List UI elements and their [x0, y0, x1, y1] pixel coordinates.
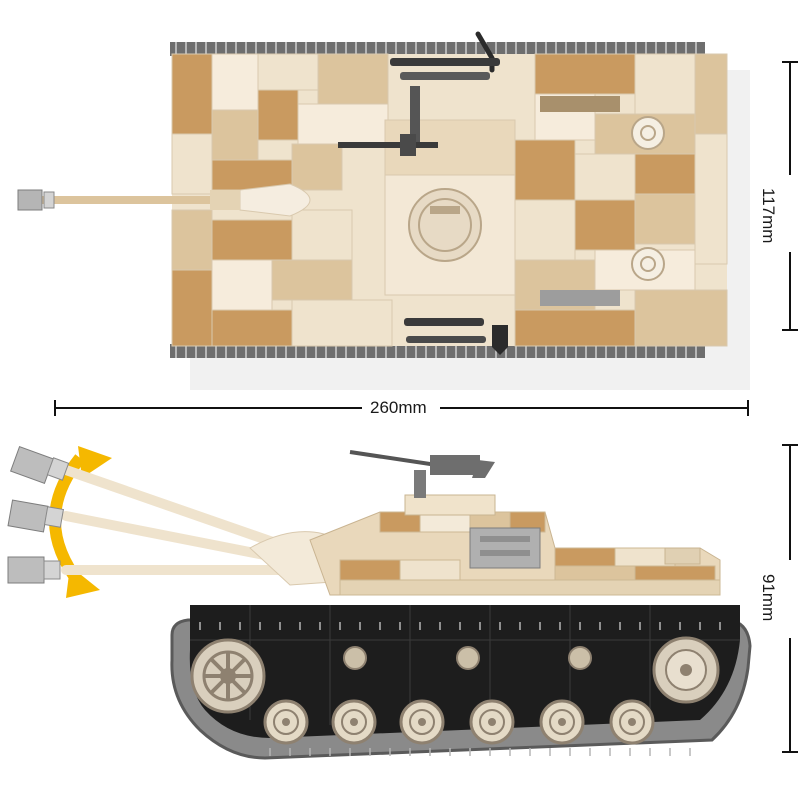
gun-barrel-lowered: [7, 556, 295, 584]
top-wheel-upper: [631, 116, 665, 150]
top-grill-upper: [540, 96, 620, 112]
shovel-icon: [492, 325, 508, 355]
height-dimension-label: 91mm: [758, 570, 778, 626]
length-dimension-label: 260mm: [366, 398, 431, 418]
return-roller-1: [343, 646, 367, 670]
road-wheel-1: [263, 699, 309, 745]
top-machine-gun: [338, 142, 438, 148]
gun-mantlet-top: [239, 183, 311, 217]
idler-wheel-icon: [652, 636, 720, 704]
top-tool-bar: [390, 58, 500, 66]
road-wheel-6: [609, 699, 655, 745]
side-track-links: [199, 622, 721, 756]
side-equipment-box: [469, 527, 541, 569]
muzzle-brake-top: [17, 189, 43, 211]
gun-barrel-level: [7, 499, 295, 565]
road-wheel-5: [539, 699, 585, 745]
top-gun-barrel: [40, 196, 240, 204]
length-dimension-line: [54, 400, 749, 416]
top-track-upper: [170, 42, 705, 56]
return-roller-3: [568, 646, 592, 670]
tank-top-view: [17, 31, 750, 390]
top-hull-bricks: [171, 53, 728, 347]
top-jack: [410, 86, 420, 146]
width-dimension-label: 117mm: [758, 184, 778, 248]
width-dimension-line: [782, 61, 798, 331]
road-wheel-4: [469, 699, 515, 745]
top-casemate-front: [384, 119, 516, 176]
return-roller-2: [456, 646, 480, 670]
commander-cupola: [404, 494, 496, 516]
road-wheel-2: [331, 699, 377, 745]
road-wheel-3: [399, 699, 445, 745]
top-track-lower: [170, 344, 705, 358]
exhaust-block: [664, 547, 701, 565]
height-dimension-line: [782, 444, 798, 753]
top-wheel-lower: [631, 247, 665, 281]
side-hull: [189, 605, 740, 738]
top-tool-bar-lower: [404, 318, 484, 326]
road-wheels: [263, 699, 655, 745]
top-grill-lower: [540, 290, 620, 306]
machine-gun-icon: [349, 450, 495, 498]
gun-barrel-raised: [9, 445, 295, 553]
drive-sprocket-icon: [190, 638, 266, 714]
tank-side-view: [7, 445, 752, 760]
top-track-links: [175, 42, 697, 358]
